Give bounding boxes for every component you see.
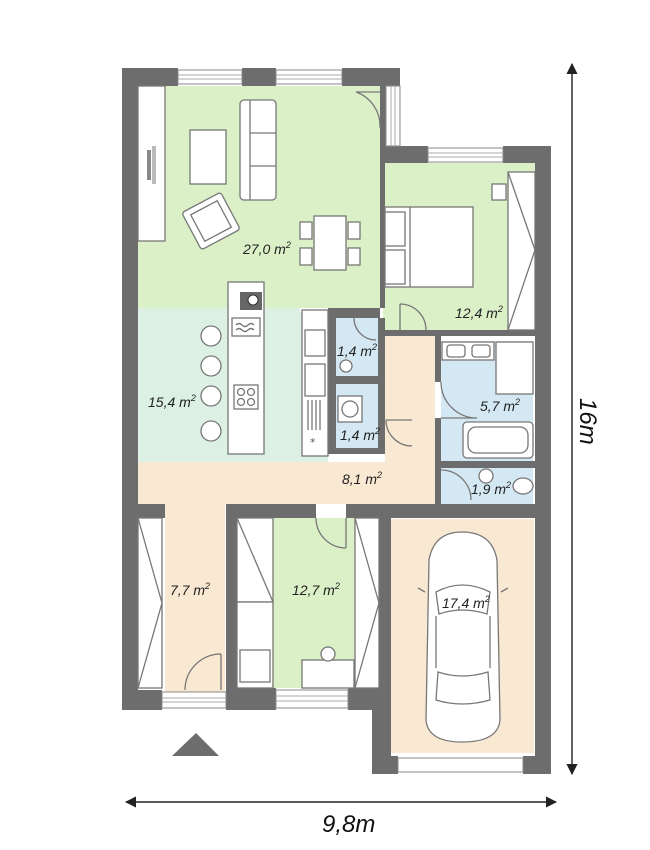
door-entrance [184,653,222,691]
washing-machine [337,395,363,423]
entrance-wardrobe [137,517,163,689]
car [417,531,509,743]
door-utility [385,419,413,447]
door-wc-small [440,469,472,501]
kitchen-island [227,281,265,455]
coffee-table [189,129,227,185]
area-label-kitchen: 15,4 m2 [148,393,196,410]
area-label-bedroom-main: 12,4 m2 [455,304,503,321]
area-label-bedroom-2: 12,7 m2 [292,581,340,598]
doors [184,91,478,691]
double-bed [384,206,474,288]
area-label-entrance: 7,7 m2 [170,581,210,598]
area-label-living: 27,0 m2 [242,240,291,257]
sofa [239,99,277,201]
window-bedroom-2 [275,689,349,709]
hall-floor-link [138,462,228,504]
toilet-top [339,359,353,373]
door-bedroom-main [399,303,427,331]
window-entrance [161,691,227,709]
dimension-height-label: 16m [574,398,601,445]
armchair [182,192,240,250]
bar-stools [200,325,222,442]
wardrobe-2 [236,517,380,689]
hall-floor-entrance [165,504,225,696]
wc-small-fixtures [478,468,534,495]
door-bedroom-2 [315,517,347,549]
single-bed [236,601,274,689]
garage-door [397,757,524,773]
room-labels: 27,0 m2 15,4 m2 12,4 m2 1,4 m2 1,4 m2 5,… [148,240,520,611]
window-living-top-2 [275,69,343,85]
door-bathroom [440,381,478,419]
dining-set [299,215,361,271]
wardrobe-main [491,171,536,331]
furniture: * [137,85,536,743]
dimension-width-label: 9,8m [322,811,375,838]
walls [122,68,551,774]
area-label-wc-top: 1,4 m2 [337,342,377,359]
svg-text:*: * [310,436,316,449]
hall-floor [228,336,435,504]
door-wc-top [353,317,377,341]
sideboard [137,85,166,242]
area-label-bathroom: 5,7 m2 [480,397,520,414]
bathroom-fixtures [441,341,534,459]
floor-fills [138,86,535,753]
dimension-height: 16m [566,62,601,776]
area-label-hall: 8,1 m2 [342,470,382,487]
windows [161,69,524,773]
desk [301,646,355,689]
window-living-top-1 [177,69,243,85]
window-living-side [385,85,401,147]
dimension-width: 9,8m [124,796,558,838]
entrance-arrow-icon [172,733,219,756]
area-label-garage: 17,4 m2 [442,594,490,611]
area-label-wc-small: 1,9 m2 [471,480,511,497]
window-bedroom-main [427,147,504,163]
door-living-terrace [355,91,381,129]
area-label-utility: 1,4 m2 [340,426,380,443]
kitchen-counter: * [301,309,329,457]
